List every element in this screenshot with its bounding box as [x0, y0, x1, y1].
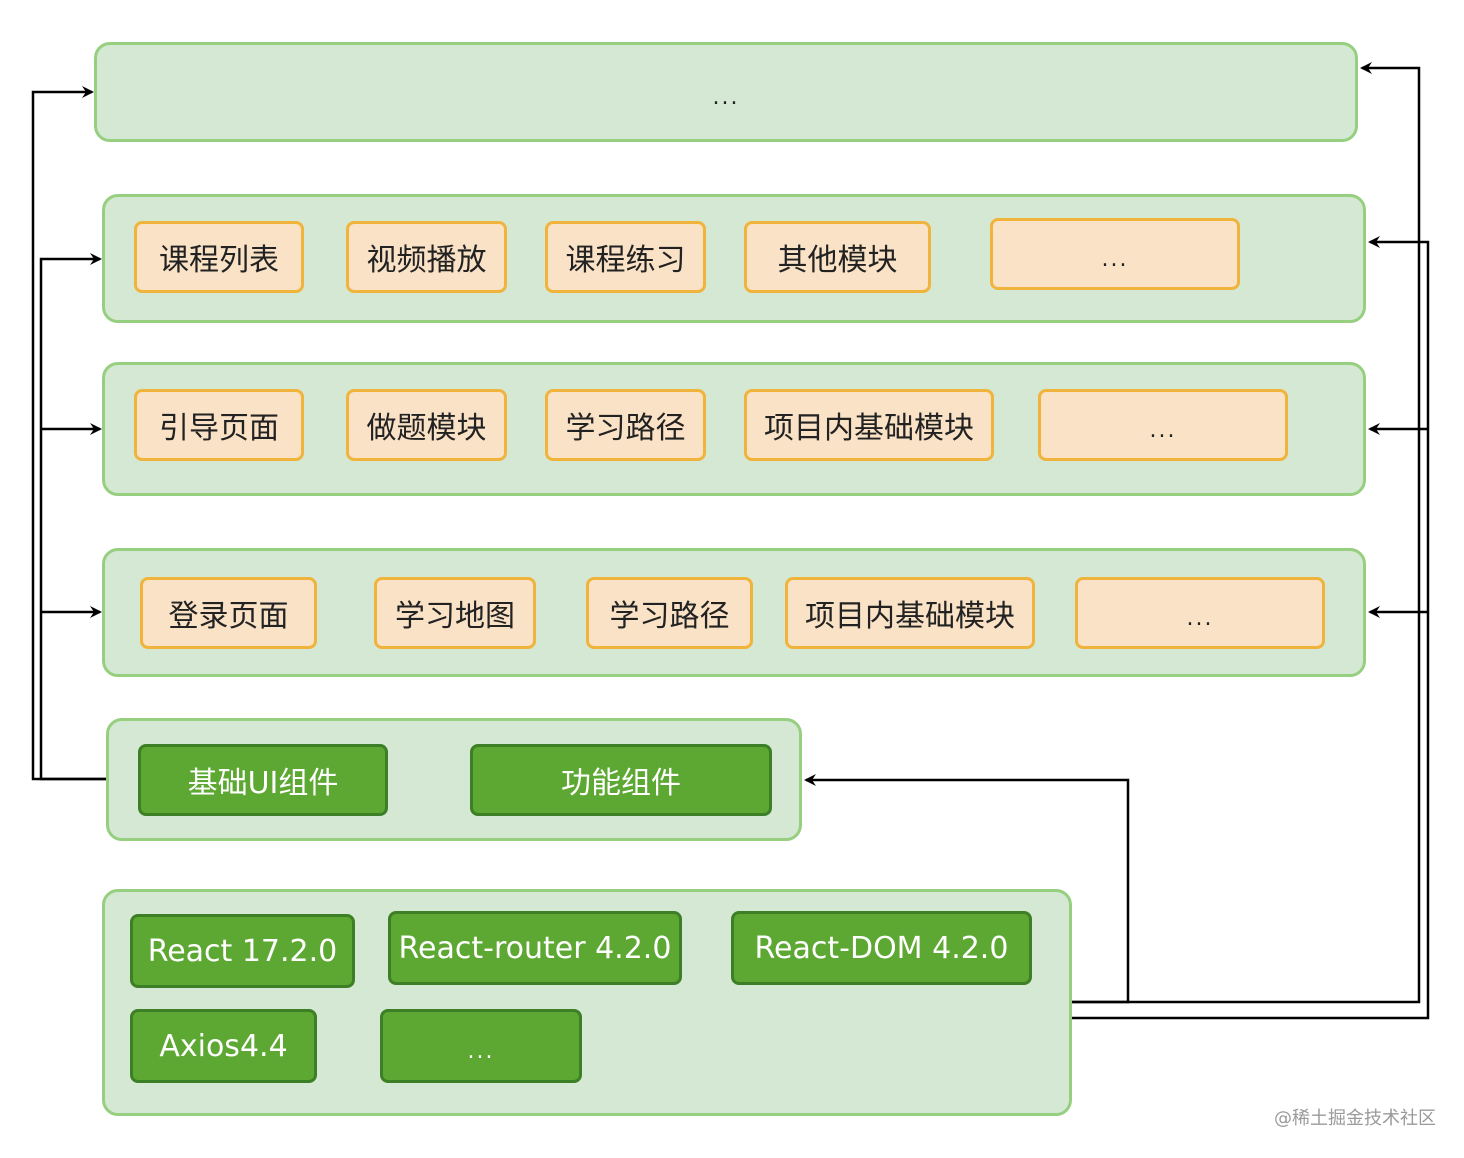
module-guide-page: 引导页面 — [134, 389, 304, 461]
module-project-basics-2: 项目内基础模块 — [785, 577, 1035, 649]
component-functional: 功能组件 — [470, 744, 772, 816]
module-row2-ellipsis: ... — [1038, 389, 1288, 461]
right-bus-outer — [1072, 62, 1421, 1004]
component-basic-ui: 基础UI组件 — [138, 744, 388, 816]
module-other: 其他模块 — [744, 221, 931, 293]
right-bus-inner — [1072, 236, 1430, 1020]
lib-react: React 17.2.0 — [130, 914, 355, 988]
module-row1-ellipsis: ... — [990, 218, 1240, 290]
lib-react-dom: React-DOM 4.2.0 — [731, 911, 1032, 985]
layer-top-ellipsis: ... — [712, 85, 740, 110]
lib-react-router: React-router 4.2.0 — [388, 911, 682, 985]
module-video-play: 视频播放 — [346, 221, 507, 293]
module-learning-path: 学习路径 — [545, 389, 706, 461]
module-course-list: 课程列表 — [134, 221, 304, 293]
module-login-page: 登录页面 — [140, 577, 317, 649]
layer-top: ... — [94, 42, 1358, 142]
left-bus-inner — [39, 253, 108, 781]
module-learning-map: 学习地图 — [374, 577, 536, 649]
module-project-basics: 项目内基础模块 — [744, 389, 994, 461]
lib-ellipsis: ... — [380, 1009, 582, 1083]
module-quiz: 做题模块 — [346, 389, 507, 461]
base-to-components — [804, 774, 1130, 1004]
module-row3-ellipsis: ... — [1075, 577, 1325, 649]
module-learning-path-2: 学习路径 — [586, 577, 753, 649]
left-bus-outer — [31, 86, 108, 781]
watermark: @稀土掘金技术社区 — [1274, 1108, 1436, 1129]
module-course-practice: 课程练习 — [545, 221, 706, 293]
lib-axios: Axios4.4 — [130, 1009, 317, 1083]
